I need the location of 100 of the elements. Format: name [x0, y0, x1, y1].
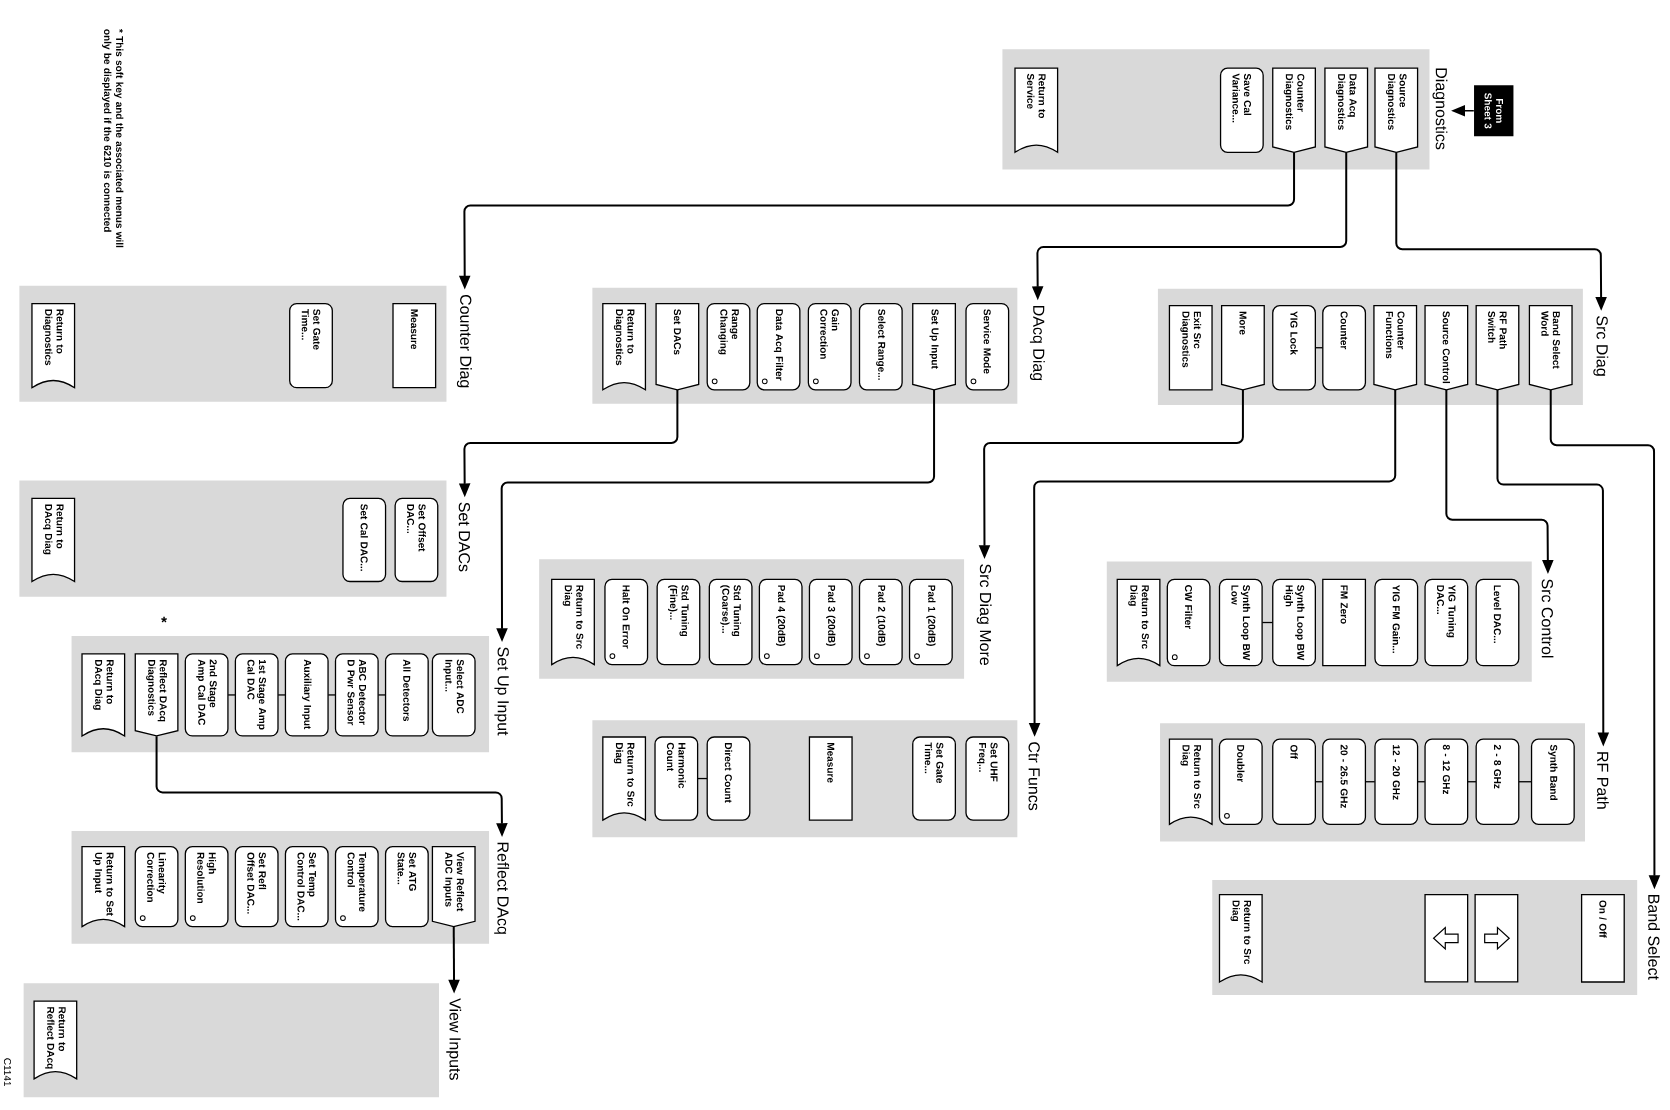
- footnote-marker: *: [161, 616, 167, 623]
- soft-key: Direct Count: [706, 736, 751, 821]
- soft-key: YIG Lock: [1272, 305, 1316, 391]
- soft-key: YIG FM Gain...: [1374, 578, 1419, 667]
- soft-key: Service Mode: [965, 302, 1010, 391]
- soft-key: Return to Src Diag: [602, 736, 647, 821]
- soft-key: Counter: [1322, 305, 1367, 391]
- soft-key: 2nd Stage Amp Cal DAC: [184, 653, 229, 737]
- menu-title: Band Select: [1648, 895, 1660, 980]
- connector-line: [1261, 621, 1274, 624]
- figure-code: C1141: [3, 1058, 11, 1087]
- soft-key: Temperature Control: [334, 846, 379, 928]
- soft-key: Exit Src Diagnostics: [1168, 305, 1213, 391]
- soft-key: 20 - 26.5 GHz: [1322, 738, 1367, 825]
- soft-key: Select ADC Input...: [431, 653, 476, 737]
- soft-key: Return to Src Diag: [1168, 738, 1213, 825]
- soft-key: Source Diagnostics: [1374, 67, 1419, 153]
- soft-key: Set UHF Freq...: [965, 736, 1010, 821]
- soft-key: Std Tuning (Fine)...: [656, 578, 701, 666]
- soft-key: On / Off: [1580, 894, 1625, 983]
- soft-key: 12 - 20 GHz: [1374, 738, 1419, 825]
- connector-line: [1417, 781, 1426, 783]
- soft-key: RF Path Switch: [1475, 305, 1520, 391]
- soft-key: Halt On Error: [604, 578, 649, 666]
- soft-key: Return to DAcq Diag: [81, 653, 126, 737]
- menu-title: View Inputs: [446, 998, 462, 1080]
- soft-key: ABC Detector D Pwr Sensor: [334, 653, 379, 737]
- soft-key: All Detectors: [384, 653, 429, 737]
- soft-key: Data Acq Diagnostics: [1324, 67, 1369, 153]
- soft-key: Return to Src Diag: [1116, 578, 1161, 667]
- connector-line: [327, 694, 336, 696]
- soft-key: Harmonic Count: [654, 736, 699, 821]
- menu-title: DAcq Diag: [1029, 306, 1045, 381]
- connector-line: [1364, 781, 1376, 783]
- connector-line: [1467, 781, 1477, 783]
- menu-title: Src Control: [1541, 579, 1554, 658]
- soft-key: Gain Correction: [807, 302, 852, 391]
- soft-key: Linearity Correction: [134, 846, 179, 928]
- soft-key: Data Acq Filter: [756, 302, 801, 391]
- soft-key: Pad 4 (20dB): [758, 578, 803, 666]
- connector-line: [227, 694, 236, 696]
- menu-title: Diagnostics: [1432, 68, 1448, 150]
- sheet-reference-box: From Sheet 3: [1474, 85, 1514, 137]
- soft-key: Synth Band: [1530, 738, 1575, 825]
- soft-key: Set Temp Control DAC...: [284, 846, 329, 928]
- connector-line: [1314, 781, 1324, 783]
- soft-key: Measure: [808, 736, 853, 821]
- soft-key: Counter Diagnostics: [1272, 67, 1316, 153]
- soft-key: Select Range...: [858, 302, 903, 391]
- soft-key: CW Filter: [1166, 578, 1211, 667]
- soft-key: Pad 2 (10dB): [858, 578, 903, 666]
- menu-title: RF Path: [1597, 752, 1609, 809]
- soft-key: Auxiliary Input: [284, 653, 329, 737]
- soft-key: Synth Loop BW Low: [1218, 578, 1263, 667]
- menu-title: Src Diag More: [976, 564, 992, 666]
- soft-key: Reflect DAcq Diagnostics: [134, 653, 179, 737]
- soft-key: 2 - 8 GHz: [1475, 738, 1520, 825]
- menu-title: Reflect DAcq: [494, 842, 510, 934]
- soft-key: Set Gate Time...: [912, 736, 956, 821]
- soft-key: 1st Stage Amp Cal DAC: [234, 653, 279, 737]
- soft-key: Off: [1272, 738, 1316, 825]
- soft-key: Set Offset DAC...: [394, 497, 439, 583]
- soft-key: Return to Set Up Input: [81, 846, 126, 928]
- soft-key: Set Gate Time...: [289, 302, 333, 389]
- menu-title: Counter Diag: [456, 294, 472, 388]
- menu-title: Set DACs: [458, 502, 471, 572]
- soft-key: Return to Src Diag: [551, 578, 595, 666]
- connector-line: [697, 777, 708, 780]
- arrow-key: [1424, 894, 1469, 983]
- soft-key: Range Changing: [706, 302, 751, 391]
- soft-key: High Resolution: [184, 846, 229, 928]
- soft-key: Set Cal DAC...: [342, 497, 387, 583]
- soft-key: 8 - 12 GHz: [1424, 738, 1469, 825]
- soft-key: Band Select Word: [1528, 305, 1573, 391]
- connector-line: [377, 694, 386, 696]
- menu-title: Ctr Funcs: [1028, 742, 1040, 811]
- soft-key: Std Tuning (Coarse)...: [708, 578, 753, 666]
- soft-key: Set Refl Offset DAC...: [234, 846, 279, 928]
- soft-key: Source Control: [1424, 305, 1469, 391]
- soft-key: Return to Src Diag: [1218, 894, 1263, 983]
- soft-key: Pad 1 (20dB): [908, 578, 953, 666]
- soft-key: Level DAC...: [1475, 578, 1520, 667]
- soft-key: Set Up Input: [912, 302, 956, 391]
- connector-line: [277, 694, 286, 696]
- menu-title: Set Up Input: [494, 647, 509, 736]
- soft-key: FM Zero: [1322, 578, 1367, 667]
- connector-line: [1518, 781, 1532, 783]
- arrow-key: [1474, 894, 1519, 983]
- menu-title: Src Diag: [1593, 316, 1609, 376]
- soft-key: Synth Loop BW High: [1272, 578, 1316, 667]
- soft-key: Return to Diagnostics: [31, 302, 76, 389]
- soft-key: View Reflect ADC Inputs: [431, 846, 476, 928]
- soft-key: Return to Diagnostics: [602, 302, 647, 391]
- soft-key: Return to Service: [1014, 67, 1059, 153]
- soft-key: Pad 3 (20dB): [808, 578, 853, 666]
- soft-key: YIG Tuning DAC...: [1424, 578, 1469, 667]
- soft-key: Counter Functions: [1373, 305, 1418, 391]
- soft-key: Set DACs: [655, 302, 700, 391]
- soft-key: Set ATG State...: [384, 846, 429, 928]
- soft-key: Save Cal Variance...: [1219, 67, 1264, 153]
